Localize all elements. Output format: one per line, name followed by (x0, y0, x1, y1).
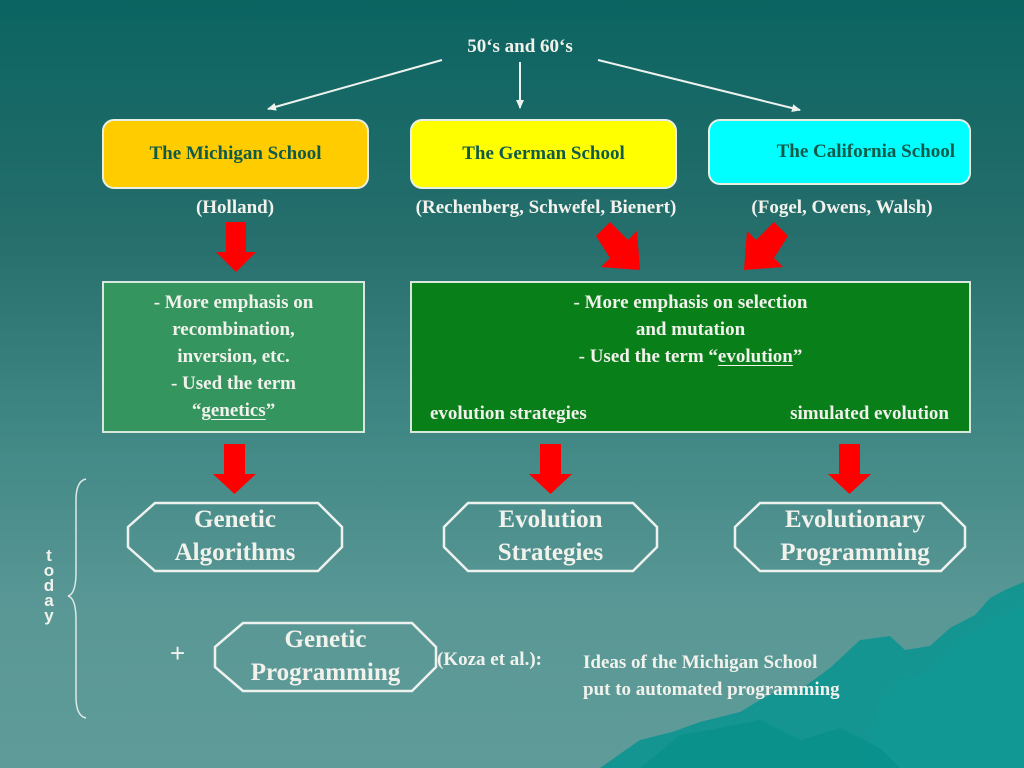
koza-line-1: Ideas of the Michigan School (583, 652, 818, 673)
michigan-desc-line-4: - Used the term (170, 373, 297, 394)
today-letter: a (44, 591, 54, 610)
today-letter: t (46, 546, 52, 565)
red-arrow-es (529, 444, 572, 494)
outcome-evolutionary-programming: Evolutionary Programming (735, 503, 975, 569)
octagon-ep (733, 501, 967, 573)
red-arrow-michigan (216, 222, 256, 272)
red-arrow-california (744, 222, 788, 270)
es-line-2: Strategies (497, 539, 604, 566)
quote-close: ” (792, 346, 803, 367)
octagon-es (442, 501, 659, 573)
today-letter: d (43, 576, 55, 595)
gp-line-1: Genetic (284, 626, 367, 653)
german-people: (Rechenberg, Schwefel, Bienert) (415, 197, 677, 218)
michigan-people: (Holland) (195, 197, 275, 218)
today-letter: o (43, 561, 55, 580)
outcome-genetic-programming: Genetic Programming (215, 623, 436, 689)
gc-desc-line-1: - More emphasis on selection (573, 292, 808, 313)
red-arrow-ga (213, 444, 256, 494)
today-brace (67, 478, 87, 719)
term-evolution: evolution (717, 346, 793, 367)
gc-desc-term-line: - Used the term “evolution” (412, 343, 969, 370)
gp-line-2: Programming (250, 659, 401, 686)
outcome-evolution-strategies: Evolution Strategies (444, 503, 657, 569)
michigan-school-box: The Michigan School (102, 119, 369, 189)
plus-sign: + (170, 638, 186, 668)
era-label: 50‘s and 60‘s (467, 36, 573, 57)
michigan-desc-term-line: “genetics” (104, 397, 363, 424)
ep-line-2: Programming (780, 539, 930, 566)
term-genetics: genetics (201, 400, 266, 421)
german-school-box: The German School (410, 119, 677, 189)
quote-close: ” (265, 400, 276, 421)
red-arrow-ep (828, 444, 871, 494)
michigan-desc-line-2: recombination, (172, 319, 295, 340)
arrow-to-michigan (267, 59, 443, 111)
california-people: (Fogel, Owens, Walsh) (751, 197, 933, 218)
outcome-genetic-algorithms: Genetic Algorithms (128, 503, 342, 569)
koza-attribution: (Koza et al.): (437, 649, 542, 670)
quote-open: “ (191, 400, 202, 421)
michigan-desc-line-3: inversion, etc. (177, 346, 290, 367)
term-prefix: - Used the term “ (578, 346, 718, 367)
gc-desc-line-2: and mutation (635, 319, 746, 340)
octagon-gp (213, 621, 438, 693)
octagon-ga (126, 501, 344, 573)
california-school-box: The California School (708, 119, 971, 185)
koza-description: Ideas of the Michigan School put to auto… (583, 649, 840, 703)
german-california-description-box: - More emphasis on selection and mutatio… (410, 281, 971, 433)
ga-line-2: Algorithms (174, 539, 296, 566)
michigan-desc-line-1: - More emphasis on (153, 292, 314, 313)
red-arrow-german (596, 222, 640, 270)
today-letter: y (44, 606, 54, 625)
ep-line-1: Evolutionary (784, 506, 926, 533)
ga-line-1: Genetic (194, 506, 276, 533)
michigan-description-box: - More emphasis on recombination, invers… (102, 281, 365, 433)
koza-line-2: put to automated programming (583, 679, 840, 700)
es-line-1: Evolution (498, 506, 603, 533)
california-school-label: The California School (776, 141, 955, 162)
german-school-label: The German School (462, 143, 625, 164)
today-label: t o d a y (40, 546, 58, 625)
branch-evolution-strategies: evolution strategies (430, 403, 587, 424)
arrow-to-california (597, 59, 801, 112)
branch-simulated-evolution: simulated evolution (790, 403, 949, 424)
michigan-school-label: The Michigan School (149, 143, 322, 164)
